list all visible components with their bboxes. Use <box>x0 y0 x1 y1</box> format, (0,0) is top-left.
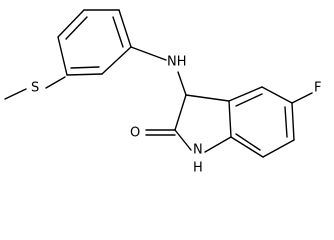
amine-label: NH <box>167 55 187 70</box>
bond-ring-nh <box>130 46 167 61</box>
bond-c5-f <box>291 92 313 104</box>
bond-ring1-double-2 <box>112 16 124 48</box>
bond-ring1-a <box>57 36 68 76</box>
bond-ring2-e <box>262 139 295 158</box>
bond-ring2-c <box>261 86 293 104</box>
bond-ring2-double-3 <box>235 133 261 151</box>
bond-ring2-d <box>291 102 295 141</box>
sulfur-label: S <box>31 81 39 96</box>
ring-hydrogen-label: H <box>193 161 203 176</box>
bond-ring2-a <box>228 100 232 138</box>
bond-ring1-double-1 <box>65 16 88 40</box>
bond-ring1-b <box>57 9 85 38</box>
bond-ring1-d <box>118 9 132 48</box>
fluorine-label: F <box>314 81 321 96</box>
bond-ring1-e <box>101 46 132 75</box>
bond-ring2-f <box>230 136 264 158</box>
structure-canvas: S NH O N H F <box>4 9 322 176</box>
bond-n1-c7a <box>204 136 232 153</box>
bond-methyl-s <box>4 88 27 100</box>
structure-diagram: S NH O N H F <box>4 9 321 176</box>
bond-s-ring <box>45 76 66 89</box>
bond-nh-c3 <box>177 71 187 96</box>
bond-ring1-f <box>66 73 103 76</box>
bond-c3-c2 <box>174 94 187 131</box>
oxygen-label: O <box>130 126 140 141</box>
bond-ring2-double-1 <box>235 93 263 107</box>
bond-c3-c3a <box>185 94 230 102</box>
bond-ring1-double-3 <box>70 66 100 69</box>
bond-ring2-double-2 <box>284 106 288 138</box>
bond-c2-n1 <box>174 129 192 151</box>
bond-ring2-b <box>228 86 263 102</box>
ring-nitrogen-label: N <box>193 143 203 158</box>
